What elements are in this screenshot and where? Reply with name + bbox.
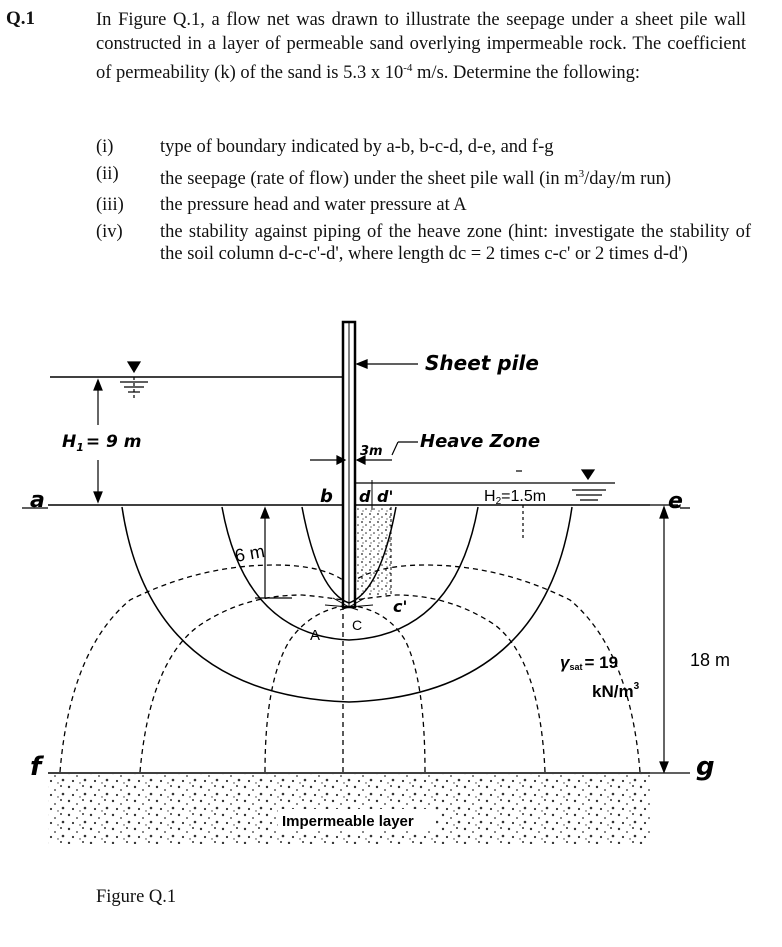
sheet-pile-arrow (355, 359, 418, 369)
point-A-label: A (310, 627, 320, 644)
point-e-label: e (668, 489, 683, 514)
impermeable-layer-label: Impermeable layer (282, 813, 414, 830)
part-number: (ii) (96, 163, 119, 184)
point-a-label: a (30, 488, 45, 513)
part-text: the seepage (rate of flow) under the she… (160, 163, 751, 191)
flow-net-figure: H1= 9 m Sheet pile 3m Heave Zone H2=1.5m… (22, 320, 730, 844)
heave-zone-label: Heave Zone (420, 431, 540, 452)
part-i: (i) type of boundary indicated by a-b, b… (96, 136, 751, 159)
intro-text-after-k: m/s. Determine the following: (412, 63, 641, 84)
equipotential-lines (59, 564, 641, 773)
question-intro: In Figure Q.1, a flow net was drawn to i… (96, 8, 746, 85)
question-number: Q.1 (6, 8, 36, 29)
part-text: type of boundary indicated by a-b, b-c-d… (160, 137, 554, 157)
part-ii-sup: 3 (578, 167, 585, 180)
intro-text-before-k: In Figure Q.1, a flow net was drawn to i… (96, 10, 746, 84)
flow-lines (121, 506, 573, 703)
water-level-marker-upstream (120, 361, 148, 400)
dim-6m-arrow (255, 506, 292, 599)
point-d-label: d (359, 487, 371, 506)
h2-label: H2=1.5m (484, 488, 546, 507)
point-b-label: b (320, 486, 333, 507)
h1-label: H1= 9 m (62, 432, 142, 454)
gamma-sat-label: γsat= 19 (560, 653, 618, 672)
tip-fan-lines (324, 597, 374, 611)
part-iii: (iii) the pressure head and water pressu… (96, 194, 751, 217)
point-C-label: C (352, 617, 362, 633)
dim-3m-label: 3m (360, 444, 383, 459)
question-parts: (i) type of boundary indicated by a-b, b… (96, 136, 751, 270)
dim-18m-arrow (650, 504, 690, 774)
part-number: (iii) (96, 195, 124, 216)
water-level-marker-downstream (522, 469, 606, 540)
part-number: (iv) (96, 221, 123, 242)
part-ii-text-before: the seepage (rate of flow) under the she… (160, 168, 579, 189)
figure-caption: Figure Q.1 (96, 887, 177, 907)
part-iv: (iv) the stability against piping of the… (96, 221, 751, 266)
k-exponent: -4 (403, 62, 413, 74)
h1-dimension-arrow (93, 378, 103, 504)
part-text: the stability against piping of the heav… (160, 221, 751, 265)
part-ii: (ii) the seepage (rate of flow) under th… (96, 163, 751, 191)
sheet-pile-label: Sheet pile (425, 351, 539, 375)
point-d-prime-label: d' (377, 487, 393, 506)
point-f-label: f (30, 752, 45, 782)
point-g-label: g (696, 752, 715, 782)
heave-zone-arrow (310, 441, 418, 465)
part-number: (i) (96, 137, 114, 157)
gamma-sat-unit: kN/m3 (592, 681, 640, 701)
part-ii-text-after: /day/m run) (584, 168, 671, 189)
point-c-prime-label: c' (393, 597, 407, 616)
part-text: the pressure head and water pressure at … (160, 195, 467, 216)
dim-18m-label: 18 m (690, 650, 730, 670)
